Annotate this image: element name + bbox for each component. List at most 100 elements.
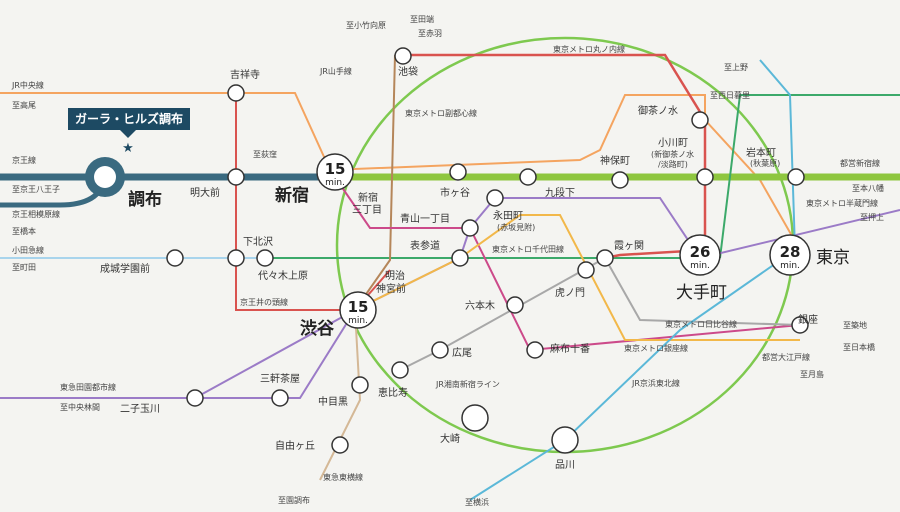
label-to-hashimoto: 至橋本 bbox=[12, 226, 36, 236]
label-yoyogi-uehara: 代々木上原 bbox=[258, 270, 308, 282]
label-to-denenchofu: 至園調布 bbox=[278, 495, 310, 505]
label-to-motoyawata: 至本八幡 bbox=[852, 183, 884, 193]
label-to-komukaihara: 至小竹向原 bbox=[346, 20, 386, 30]
label-fukutoshin: 東京メトロ副都心線 bbox=[405, 108, 477, 118]
fukutoshin-line bbox=[354, 54, 396, 311]
stop-ochanomizu bbox=[691, 111, 709, 129]
label-toyoko: 東急東横線 bbox=[323, 472, 363, 482]
keihin-line bbox=[469, 59, 797, 501]
label-ginza-line: 東京メトロ銀座線 bbox=[624, 343, 688, 353]
station-chofu: 調布 bbox=[85, 157, 162, 210]
label-chiyoda: 東京メトロ千代田線 bbox=[492, 244, 564, 254]
station-otemachi: 26 min. 大手町 bbox=[676, 234, 727, 303]
stop-aoyama bbox=[461, 219, 479, 237]
label-kudanshita: 九段下 bbox=[545, 186, 575, 199]
inokashira-line bbox=[235, 93, 391, 311]
label-to-chuorinkan: 至中央林間 bbox=[60, 402, 100, 412]
label-keio-sagamihara: 京王相模原線 bbox=[12, 209, 60, 219]
stop-sangenjaya bbox=[271, 389, 289, 407]
label-shinjuku-sanchome-1: 新宿 bbox=[358, 191, 378, 204]
label-to-oshiage: 至押上 bbox=[860, 212, 884, 222]
chofu-label: 調布 bbox=[128, 189, 162, 210]
label-sangenjaya: 三軒茶屋 bbox=[260, 372, 300, 385]
label-hiroo: 広尾 bbox=[452, 346, 472, 359]
stop-kichijoji bbox=[227, 84, 245, 102]
min-shinjuku: min. bbox=[325, 178, 345, 188]
stop-nakameguro bbox=[351, 376, 369, 394]
stop-roppongi bbox=[506, 296, 524, 314]
label-ogawamachi: 小川町 bbox=[658, 137, 688, 149]
stop-hiroo bbox=[431, 341, 449, 359]
label-toei-shinjuku: 都営新宿線 bbox=[840, 158, 880, 168]
label-hanzomon: 東京メトロ半蔵門線 bbox=[806, 198, 878, 208]
time-shinjuku: 15 bbox=[325, 160, 346, 178]
label-shimokitazawa: 下北沢 bbox=[243, 235, 273, 248]
label-jimbocho: 神保町 bbox=[600, 154, 630, 167]
label-ogawamachi-sub2: /淡路町) bbox=[658, 159, 688, 169]
label-roppongi: 六本木 bbox=[465, 299, 495, 312]
stop-kudanshita bbox=[519, 168, 537, 186]
label-to-akabane: 至赤羽 bbox=[418, 29, 442, 38]
property-callout: ガーラ・ヒルズ調布 ★ bbox=[68, 108, 190, 156]
stop-meidaimae bbox=[227, 168, 245, 186]
label-marunouchi: 東京メトロ丸ノ内線 bbox=[553, 44, 625, 54]
label-tokyo: 東京 bbox=[816, 248, 850, 268]
chiyoda-line-2 bbox=[719, 94, 900, 259]
stop-futako bbox=[186, 389, 204, 407]
label-nagatacho: 永田町 bbox=[493, 209, 523, 222]
label-azabu: 麻布十番 bbox=[550, 342, 590, 355]
stop-yoyogi-uehara bbox=[256, 249, 274, 267]
time-tokyo: 28 bbox=[780, 243, 801, 261]
label-meiji-2: 神宮前 bbox=[376, 282, 406, 295]
label-meiji-1: 明治 bbox=[385, 269, 405, 282]
star-icon: ★ bbox=[122, 141, 134, 156]
min-shibuya: min. bbox=[348, 316, 368, 326]
stop-osaki bbox=[461, 404, 489, 432]
stop-ginza bbox=[791, 316, 809, 334]
label-kasumigaseki: 霞ヶ関 bbox=[614, 240, 644, 252]
label-to-ogikubo: 至荻窪 bbox=[253, 149, 277, 159]
label-odakyu: 小田急線 bbox=[12, 245, 44, 255]
stop-shinagawa bbox=[551, 426, 579, 454]
label-inokashira: 京王井の頭線 bbox=[240, 297, 288, 307]
label-to-nihombashi: 至日本橋 bbox=[843, 342, 875, 352]
ginza-line bbox=[354, 214, 800, 341]
label-otemachi: 大手町 bbox=[676, 283, 727, 303]
stop-ikebukuro bbox=[394, 47, 412, 65]
stop-ebisu bbox=[391, 361, 409, 379]
stop-toranomon bbox=[577, 261, 595, 279]
label-shinagawa: 品川 bbox=[555, 459, 575, 471]
stop-ogawamachi bbox=[696, 168, 714, 186]
stop-azabu bbox=[526, 341, 544, 359]
label-futako: 二子玉川 bbox=[120, 403, 160, 415]
label-seijo: 成城学園前 bbox=[100, 262, 150, 275]
station-shibuya: 15 min. 渋谷 bbox=[300, 291, 377, 339]
label-to-hachioji: 至京王八王子 bbox=[12, 184, 60, 194]
stop-nagatacho bbox=[486, 189, 504, 207]
label-shibuya: 渋谷 bbox=[300, 318, 335, 339]
label-to-ueno: 至上野 bbox=[724, 63, 748, 72]
label-to-yokohama: 至横浜 bbox=[465, 497, 489, 507]
label-jr-yamanote: JR山手線 bbox=[319, 66, 352, 76]
label-nakameguro: 中目黒 bbox=[318, 395, 348, 408]
stop-kasumigaseki bbox=[596, 249, 614, 267]
label-omotesando: 表参道 bbox=[410, 239, 440, 252]
label-iwamotocho-sub: (秋葉原) bbox=[750, 158, 780, 168]
label-meidaimae: 明大前 bbox=[190, 186, 220, 199]
label-shonan: JR湘南新宿ライン bbox=[435, 379, 500, 389]
min-tokyo: min. bbox=[780, 261, 800, 271]
denentoshi-line bbox=[0, 309, 356, 399]
label-to-nishinippori: 至西日暮里 bbox=[710, 90, 750, 100]
label-shinjuku: 新宿 bbox=[275, 185, 309, 206]
label-osaki: 大崎 bbox=[440, 432, 460, 445]
label-jiyugaoka: 自由ヶ丘 bbox=[275, 439, 315, 452]
label-shinjuku-sanchome-2: 三丁目 bbox=[352, 205, 382, 216]
stop-iwamotocho bbox=[787, 168, 805, 186]
time-otemachi: 26 bbox=[690, 243, 711, 261]
label-nagatacho-sub: (赤坂見附) bbox=[497, 222, 535, 232]
label-iwamotocho: 岩本町 bbox=[746, 146, 776, 159]
station-shinjuku: 15 min. 新宿 bbox=[275, 153, 354, 206]
label-ikebukuro: 池袋 bbox=[398, 65, 418, 78]
label-to-tsukishima: 至月島 bbox=[800, 369, 824, 379]
